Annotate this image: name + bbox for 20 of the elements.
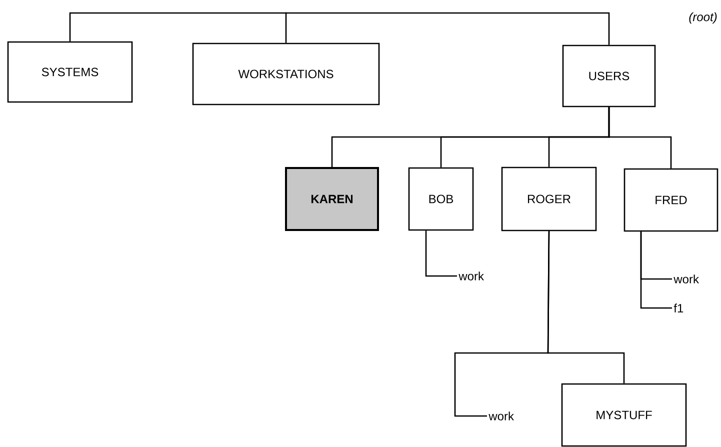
folder-box: USERS [562, 44, 656, 108]
file-name: work [458, 272, 484, 280]
file-name: work [674, 274, 699, 284]
tree-line [425, 230, 457, 277]
tree-line [287, 12, 610, 45]
file-name: work [488, 412, 514, 420]
folder-box: FRED [624, 168, 718, 232]
folder-box: WORKSTATIONS [192, 42, 380, 106]
folder-box: MYSTUFF [561, 383, 687, 447]
file-name: f1 [674, 304, 684, 312]
tree-line [640, 232, 672, 309]
folder-box: SYSTEMS [7, 41, 133, 103]
tree-line [285, 12, 288, 43]
root-label: (root) [689, 12, 717, 24]
highlighted-folder-box: KAREN [285, 167, 379, 231]
tree-line [608, 107, 672, 168]
tree-line [547, 231, 625, 384]
tree-line [69, 12, 287, 42]
folder-box: ROGER [501, 166, 597, 232]
folder-box: BOB [408, 167, 474, 231]
